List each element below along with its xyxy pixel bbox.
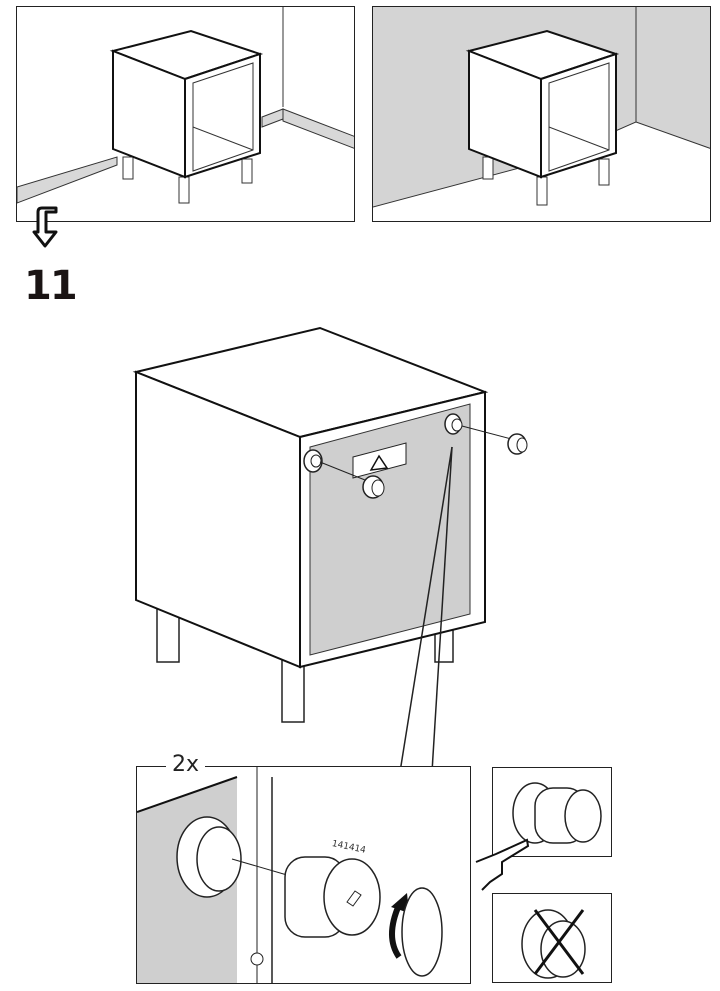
warning-triangle-icon — [369, 454, 389, 471]
check-panel-correct — [492, 767, 612, 857]
bumper-incorrect-illustration — [521, 909, 586, 979]
bumper-detail-illustration — [137, 767, 443, 983]
pointing-hand-icon — [475, 838, 530, 891]
cross-icon — [533, 909, 585, 975]
cabinet-against-wall-illustration — [373, 7, 710, 221]
step-number: 11 — [24, 263, 78, 309]
down-arrow-icon — [32, 206, 58, 248]
bumper-correct-illustration — [512, 782, 602, 844]
detail-panel — [136, 766, 471, 984]
cabinet-by-wall-illustration — [17, 7, 354, 204]
clockwise-rotate-arrow-icon — [389, 903, 402, 959]
cabinet-rear-illustration — [132, 326, 528, 772]
scene-before-panel — [16, 6, 355, 222]
scene-after-panel — [372, 6, 711, 222]
quantity-label: 2x — [166, 754, 206, 776]
check-panel-incorrect — [492, 893, 612, 983]
